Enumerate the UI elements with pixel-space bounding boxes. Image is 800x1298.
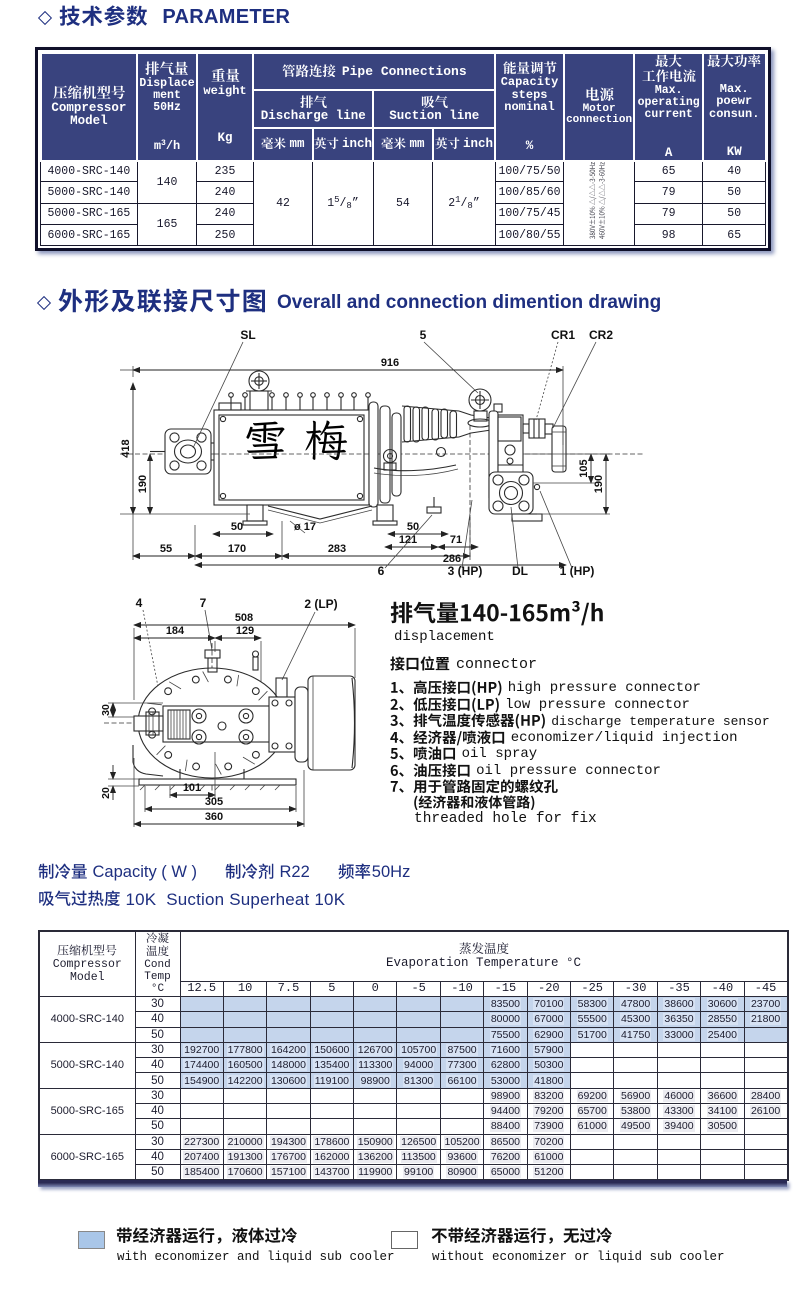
- svg-text:3 (HP): 3 (HP): [448, 564, 483, 578]
- svg-text:CR2: CR2: [589, 328, 613, 342]
- svg-text:1 (HP): 1 (HP): [560, 564, 595, 578]
- svg-text:6: 6: [378, 564, 385, 578]
- svg-text:20: 20: [100, 787, 112, 799]
- svg-text:916: 916: [381, 357, 399, 369]
- svg-text:50: 50: [231, 521, 243, 533]
- svg-text:50: 50: [407, 521, 419, 533]
- svg-text:2 (LP): 2 (LP): [304, 597, 337, 611]
- svg-text:71: 71: [450, 534, 462, 546]
- svg-text:5: 5: [420, 328, 427, 342]
- svg-text:190: 190: [137, 475, 149, 493]
- svg-text:7: 7: [200, 596, 207, 610]
- svg-text:508: 508: [235, 612, 253, 624]
- svg-text:170: 170: [228, 543, 246, 555]
- svg-text:101: 101: [183, 782, 201, 794]
- svg-text:CR1: CR1: [551, 328, 575, 342]
- svg-text:129: 129: [236, 625, 254, 637]
- svg-text:30: 30: [100, 704, 112, 716]
- svg-text:184: 184: [166, 625, 185, 637]
- svg-text:SL: SL: [240, 328, 255, 342]
- svg-text:418: 418: [120, 439, 132, 457]
- svg-text:360: 360: [205, 811, 223, 823]
- svg-text:283: 283: [328, 543, 346, 555]
- svg-text:121: 121: [399, 534, 417, 546]
- svg-text:105: 105: [578, 459, 590, 477]
- svg-text:305: 305: [205, 796, 223, 808]
- svg-text:4: 4: [136, 596, 143, 610]
- svg-text:55: 55: [160, 543, 172, 555]
- svg-text:DL: DL: [512, 564, 528, 578]
- svg-text:ø 17: ø 17: [294, 521, 316, 533]
- svg-text:286: 286: [443, 553, 461, 565]
- svg-text:190: 190: [593, 475, 605, 493]
